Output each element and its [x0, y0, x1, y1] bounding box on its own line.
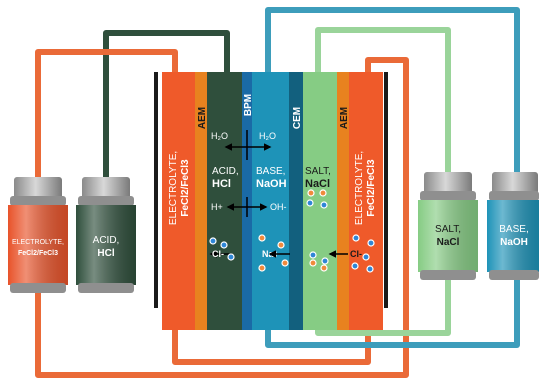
- acid-compartment: [207, 72, 242, 330]
- salt-label-line1: SALT,: [305, 166, 331, 177]
- ion-dot: [321, 257, 329, 265]
- proton-hydroxide: H+ OH-: [211, 197, 287, 217]
- aem-membrane-right: [337, 72, 349, 330]
- ion-dot: [352, 234, 360, 242]
- tank-cap-bottom: [10, 196, 66, 206]
- tank-glass: [418, 200, 478, 272]
- tank-cap: [14, 177, 62, 199]
- h-plus-label: H+: [211, 202, 223, 212]
- tank-glass: [8, 205, 68, 285]
- salt-pipe-bottom: [315, 272, 451, 336]
- cl-left-label: Cl-: [212, 249, 224, 259]
- base-tank: BASE, NaOH: [487, 172, 539, 280]
- electrolyte-right-label-line2: FeCl2/FeCl3: [366, 159, 377, 217]
- water-splitting: H₂O H₂O: [211, 130, 276, 160]
- acid-tank-label-line2: HCl: [97, 248, 114, 259]
- tank-base: [489, 270, 539, 280]
- ion-dot: [309, 251, 317, 259]
- ion-dot: [320, 201, 328, 209]
- water-right-label: H₂O: [259, 131, 276, 141]
- tank-cap: [492, 172, 538, 194]
- cell-stack: [154, 72, 388, 330]
- ion-dot: [366, 265, 374, 273]
- cem-membrane: [289, 72, 303, 330]
- tank-base: [10, 283, 66, 293]
- electrolyte-compartment-left: [162, 72, 196, 330]
- salt-label-line2: NaCl: [305, 178, 330, 190]
- membrane-labels: AEM BPM CEM AEM: [197, 94, 350, 129]
- aem-membrane-left: [195, 72, 207, 330]
- base-pipe-top: [265, 7, 520, 183]
- ion-dot: [307, 189, 315, 197]
- ion-dot: [220, 241, 228, 249]
- water-left-label: H₂O: [211, 131, 228, 141]
- electrolyte-left-label-line2: FeCl2/FeCl3: [180, 159, 191, 217]
- ion-dot: [227, 253, 235, 261]
- ion-particles: [209, 189, 375, 273]
- ion-dot: [258, 264, 266, 272]
- ion-dot: [258, 234, 266, 242]
- acid-tank-label-line1: ACID,: [93, 235, 120, 246]
- tank-base: [420, 270, 476, 280]
- ion-dot: [281, 259, 289, 267]
- ion-dot: [362, 253, 370, 261]
- ion-dot: [309, 259, 317, 267]
- tank-cap: [424, 172, 472, 194]
- ion-dot: [351, 262, 359, 270]
- tank-base: [78, 283, 134, 293]
- tank-cap-bottom: [420, 191, 476, 201]
- cl-right-label: Cl-: [350, 249, 362, 259]
- acid-label-line2: HCl: [212, 178, 231, 190]
- salt-tank: SALT, NaCl: [418, 172, 478, 280]
- ion-dot: [319, 189, 327, 197]
- electrolyte-tank-label-line2: FeCl2/FeCl3: [18, 250, 58, 257]
- base-tank-label-line1: BASE,: [499, 224, 528, 235]
- bpm-label: BPM: [243, 94, 254, 116]
- electrolyte-left-label-line1: ELECTROLYTE,: [168, 151, 179, 225]
- pipes: [35, 7, 520, 378]
- electrolyte-pipe-top-left: [35, 49, 178, 188]
- aem-label-right: AEM: [339, 107, 350, 129]
- tank-glass: [487, 200, 539, 272]
- ion-dot: [306, 199, 314, 207]
- salt-tank-label-line1: SALT,: [435, 224, 461, 235]
- base-label-line1: BASE,: [256, 166, 285, 177]
- oh-minus-label: OH-: [270, 202, 287, 212]
- cem-label: CEM: [292, 107, 303, 129]
- tank-cap-bottom: [78, 196, 134, 206]
- aem-label-left: AEM: [197, 107, 208, 129]
- base-label-line2: NaOH: [256, 178, 287, 190]
- tank-cap-bottom: [489, 191, 539, 201]
- base-pipe-bottom: [265, 272, 520, 348]
- ion-dot: [367, 239, 375, 247]
- electrode-right: [384, 72, 388, 308]
- electrolyte-right-label-line1: ELECTROLYTE,: [354, 151, 365, 225]
- ion-dot: [320, 264, 328, 272]
- electrode-left: [154, 72, 158, 308]
- electrolyte-compartment-right: [349, 72, 383, 330]
- salt-tank-label-line2: NaCl: [437, 237, 460, 248]
- base-tank-label-line2: NaOH: [500, 237, 528, 248]
- electrolyte-pipe-loop: [35, 57, 409, 378]
- ion-transport: Cl- Na+ Cl-: [209, 249, 362, 259]
- base-compartment: [252, 72, 289, 330]
- compartment-labels: ELECTROLYTE, FeCl2/FeCl3 ELECTROLYTE, Fe…: [168, 151, 377, 225]
- ion-dot: [209, 237, 217, 245]
- acid-tank: ACID, HCl: [76, 177, 136, 293]
- electrolyte-tank-label-line1: ELECTROLYTE,: [12, 239, 64, 246]
- ion-dot: [277, 241, 285, 249]
- salt-pipe-top: [315, 27, 451, 183]
- acid-pipe: [103, 30, 230, 188]
- tank-glass: [76, 205, 136, 285]
- tank-cap: [82, 177, 130, 199]
- acid-label-line1: ACID,: [212, 166, 239, 177]
- electrolyte-tank: ELECTROLYTE, FeCl2/FeCl3: [8, 177, 68, 293]
